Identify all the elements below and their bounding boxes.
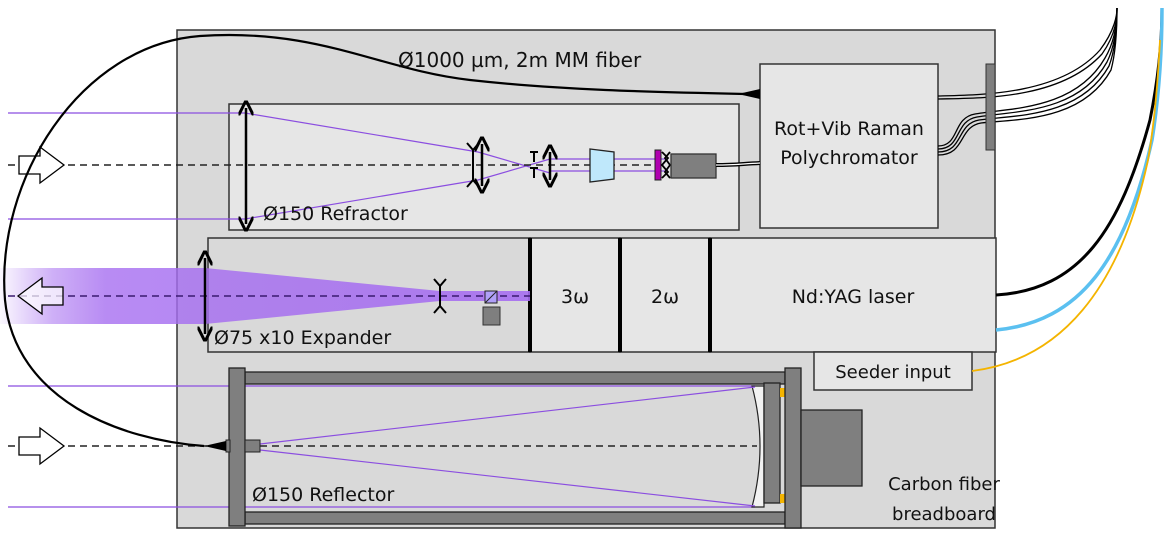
primary-mirror (751, 385, 765, 508)
filter-prism (589, 148, 615, 183)
output-fiber-bundle (937, 7, 1118, 156)
expander-label: Ø75 x10 Expander (214, 327, 391, 349)
reflector-ray (259, 386, 756, 445)
photodiode (482, 306, 501, 326)
coupling-lens (660, 151, 672, 179)
field-stop (530, 151, 538, 178)
beam-splitter-diagonal (484, 290, 498, 304)
coupler-fiber-core (715, 162, 761, 166)
fiber-connector (204, 441, 226, 451)
breadboard-label-line1: Carbon fiber (888, 474, 1000, 495)
mm-fiber (3, 33, 746, 448)
refractor-label: Ø150 Refractor (263, 203, 408, 225)
refractor-ray (244, 179, 479, 220)
fiber-label: Ø1000 µm, 2m MM fiber (398, 48, 642, 72)
seeder-label: Seeder input (835, 362, 951, 383)
laser-module (709, 237, 997, 353)
polychromator-label-line1: Rot+Vib Raman (774, 118, 924, 140)
seeder-cable (971, 39, 1161, 372)
third-harmonic-label: 3ω (561, 286, 589, 308)
polychromator-label-line2: Polychromator (780, 147, 918, 169)
input-arrow-icon (18, 145, 66, 185)
mirror-pad (780, 494, 785, 503)
reflector-tube-top (244, 371, 786, 385)
reflector-tube-bottom (244, 511, 786, 525)
reflector-ray (259, 449, 756, 507)
fiber-ferrule-back (225, 439, 231, 453)
laser-blue-cable (995, 7, 1164, 332)
reflector-rear-plate (784, 367, 802, 529)
refractor-ray (244, 112, 479, 153)
reflector-rear-box (800, 409, 863, 487)
reflector-front-plate (228, 367, 246, 527)
input-arrow-icon (18, 426, 66, 466)
fiber-coupler (670, 153, 717, 179)
mirror-cell (763, 382, 781, 504)
third-harmonic-module (529, 237, 621, 353)
interference-filter (654, 149, 662, 181)
harmonic-divider (618, 238, 622, 352)
reflector-label: Ø150 Reflector (252, 484, 394, 506)
fiber-bulkhead (985, 63, 996, 151)
breadboard-label-line2: breadboard (892, 504, 996, 525)
refractor-ray (477, 151, 551, 174)
laser-label: Nd:YAG laser (792, 286, 915, 308)
harmonic-divider (708, 238, 712, 352)
laser-power-cable (995, 7, 1164, 297)
seeder-box (813, 351, 973, 391)
refractor-ray (477, 158, 551, 181)
polychromator-box (759, 63, 939, 229)
second-harmonic-module (619, 237, 711, 353)
mirror-pad (780, 388, 785, 397)
output-arrow-icon (16, 276, 64, 316)
expander-negative-lens (433, 278, 447, 314)
fiber-connector (738, 89, 760, 99)
fiber-ferrule (244, 439, 261, 453)
second-harmonic-label: 2ω (651, 286, 679, 308)
